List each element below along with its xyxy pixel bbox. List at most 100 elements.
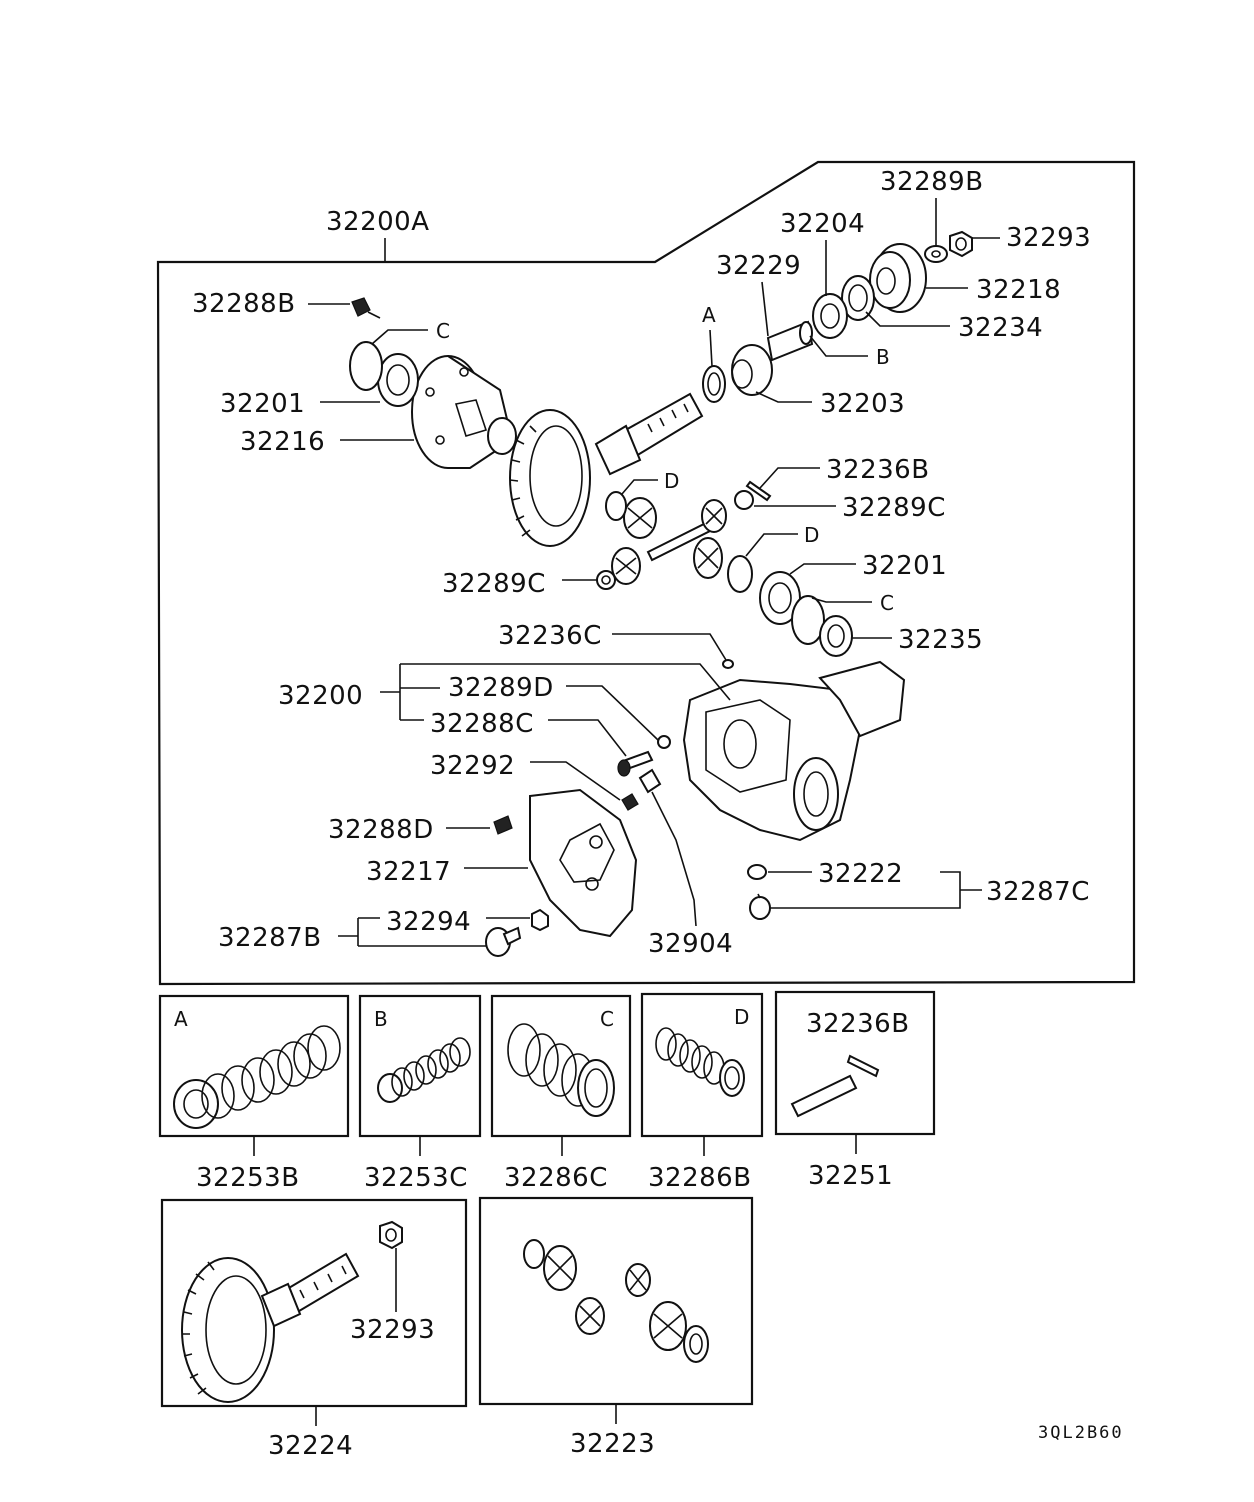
label-32289D: 32289D (448, 673, 554, 703)
pinion-shaft-icon (790, 1074, 858, 1118)
label-32289C-right: 32289C (842, 493, 946, 523)
bolt-32287B (485, 926, 522, 957)
label-32201-left: 32201 (220, 389, 305, 419)
label-32200: 32200 (278, 681, 363, 711)
side-gear-left (623, 497, 657, 539)
kit-part-number: 32286B (648, 1163, 752, 1193)
label-32287B: 32287B (218, 923, 322, 953)
kit-32286B: D 32286B (640, 992, 764, 1193)
kit-32286C: C 32286C (490, 994, 632, 1193)
plug-32292 (621, 793, 639, 811)
shim-refC-right (791, 595, 825, 645)
label-32236C: 32236C (498, 621, 602, 651)
label-32288C: 32288C (430, 709, 534, 739)
label-32218: 32218 (976, 275, 1061, 305)
pinion-gear-upper (693, 537, 723, 579)
washer-32289C-right (734, 490, 754, 510)
label-32289C-left: 32289C (442, 569, 546, 599)
label-32235: 32235 (898, 625, 983, 655)
label-32294: 32294 (386, 907, 471, 937)
kit-ref: D (734, 1005, 749, 1029)
kit-inner-label: 32236B (806, 1009, 910, 1039)
set-part-number: 32223 (570, 1429, 655, 1459)
ref-B: B (876, 345, 890, 369)
ref-C-top: C (436, 319, 450, 343)
bearing-32203 (731, 344, 773, 396)
pinion-gear-lower (611, 547, 641, 585)
kit-ref: C (600, 1007, 614, 1031)
gear-set-icon (523, 1239, 709, 1363)
bearing-32204 (812, 293, 848, 339)
ring-gear-icon (181, 1257, 275, 1403)
kit-32251: 32236B 32251 (774, 990, 936, 1191)
label-32229: 32229 (716, 251, 801, 281)
kit-32253C: B 32253C (358, 994, 482, 1193)
lock-nut-icon (379, 1220, 403, 1250)
lock-nut-32293 (949, 230, 973, 258)
side-gear-right (701, 499, 727, 533)
label-32904: 32904 (648, 929, 733, 959)
label-32292: 32292 (430, 751, 515, 781)
main-assembly: 32200 A (156, 160, 1136, 986)
ref-C-right: C (880, 591, 894, 615)
pin-32236B (745, 480, 772, 502)
washer-32289C-left (596, 570, 616, 590)
label-32288B: 32288B (192, 289, 296, 319)
gasket-32289D (657, 735, 671, 749)
label-32236B: 32236B (826, 455, 930, 485)
pin-icon (846, 1054, 880, 1078)
nut-32294 (531, 908, 549, 932)
kit-part-number: 32253B (196, 1163, 300, 1193)
ref-D-right: D (804, 523, 819, 547)
shim-stack-icon (173, 1025, 341, 1129)
label-32289B: 32289B (880, 167, 984, 197)
spacer-32229 (766, 320, 814, 362)
bolt-32288D (493, 815, 513, 835)
nut-32222 (747, 864, 767, 880)
bearing-32201-left (377, 353, 419, 407)
cover-32217 (529, 788, 638, 938)
set-inner-label: 32293 (350, 1315, 435, 1345)
kit-part-number: 32251 (808, 1161, 893, 1191)
ref-D-left: D (664, 469, 679, 493)
differential-carrier-32200 (682, 660, 906, 842)
differential-case-32216 (411, 355, 517, 469)
washer-32289B (924, 245, 948, 263)
kit-ref: A (174, 1007, 188, 1031)
assembly-label: 32200A (326, 207, 430, 237)
ring-gear (509, 409, 591, 547)
label-32216: 32216 (240, 427, 325, 457)
label-32217: 32217 (366, 857, 451, 887)
oil-seal-32234 (841, 275, 875, 321)
kit-part-number: 32286C (504, 1163, 608, 1193)
drive-pinion (594, 392, 704, 476)
set-32224: 32293 32224 (160, 1198, 468, 1461)
label-32234: 32234 (958, 313, 1043, 343)
assembly-frame (156, 160, 1136, 986)
bolt-32288B (351, 297, 381, 319)
oil-seal-32235 (819, 615, 853, 657)
shim-stack-icon (377, 1037, 471, 1103)
bolt-32288C (617, 750, 654, 777)
shim-refC-left (349, 341, 383, 391)
thrust-washer-refD-right (727, 555, 753, 593)
ref-A: A (702, 303, 716, 327)
stud-32287C (749, 893, 771, 920)
breather-32904 (638, 768, 662, 794)
label-32204: 32204 (780, 209, 865, 239)
cap-32236C (722, 659, 734, 669)
label-32222: 32222 (818, 859, 903, 889)
shim-stack-icon (655, 1027, 745, 1097)
label-32288D: 32288D (328, 815, 434, 845)
diagram-code: 3QL2B60 (1038, 1423, 1124, 1443)
label-32201-right: 32201 (862, 551, 947, 581)
label-32203: 32203 (820, 389, 905, 419)
companion-flange-32218 (869, 243, 927, 313)
thrust-washer-refD-left (605, 491, 627, 521)
kit-part-number: 32253C (364, 1163, 468, 1193)
set-32223: 32223 (478, 1196, 754, 1459)
shim-stack-icon (507, 1023, 615, 1117)
kit-ref: B (374, 1007, 388, 1031)
label-32293: 32293 (1006, 223, 1091, 253)
